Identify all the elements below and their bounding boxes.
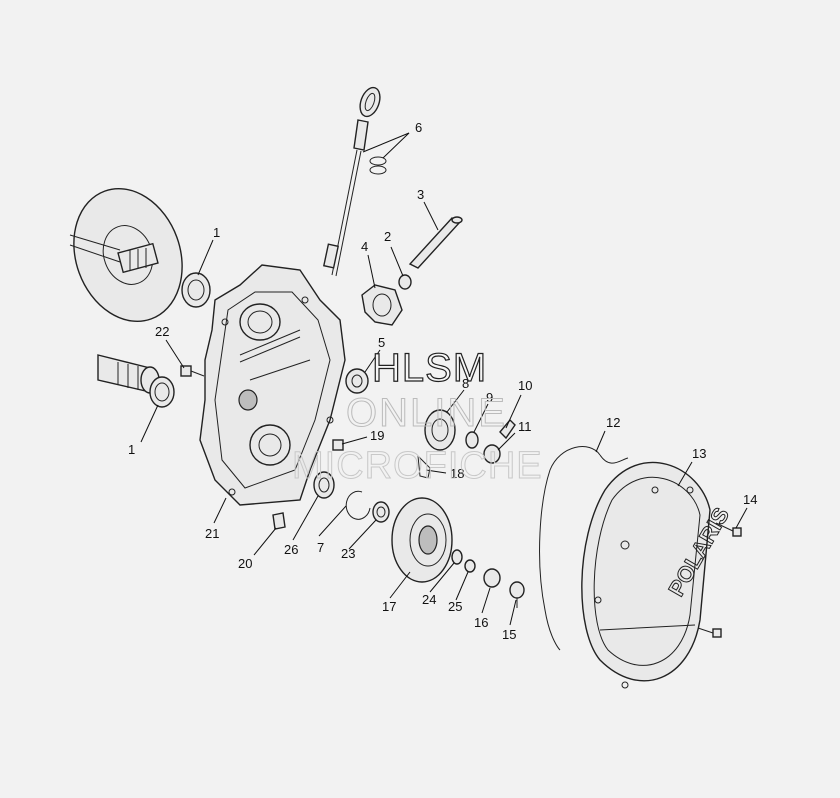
callout-1-lower: 1 — [128, 442, 135, 457]
shift-fork — [361, 284, 403, 326]
plug-20 — [272, 512, 286, 530]
callout-23: 23 — [341, 546, 355, 561]
callout-15: 15 — [502, 627, 516, 642]
part-10 — [499, 418, 516, 440]
leader-lines — [140, 132, 748, 626]
sprocket-17 — [391, 497, 453, 583]
washer-25 — [464, 559, 476, 573]
callout-6: 6 — [415, 120, 422, 135]
callout-22: 22 — [155, 324, 169, 339]
o-rings — [369, 156, 387, 175]
nut-11 — [483, 444, 501, 464]
pin-3 — [408, 216, 463, 269]
callout-12: 12 — [606, 415, 620, 430]
gear-8 — [424, 409, 456, 451]
callout-7: 7 — [317, 540, 324, 555]
callout-4: 4 — [361, 239, 368, 254]
washer-16 — [483, 568, 501, 588]
bushing-2 — [398, 274, 412, 290]
callout-3: 3 — [417, 187, 424, 202]
seal-lower — [149, 376, 175, 408]
watermark-line-2: ONLINE — [346, 391, 507, 435]
callout-14: 14 — [743, 492, 757, 507]
gasket-12 — [539, 446, 629, 651]
chain-18 — [417, 454, 431, 479]
callout-21: 21 — [205, 526, 219, 541]
callout-numbers: 1 1 2 3 4 5 6 7 8 9 10 11 12 13 14 15 16… — [128, 120, 757, 642]
main-housing — [199, 264, 346, 506]
washer-23 — [372, 501, 390, 523]
washer-24 — [451, 549, 463, 565]
callout-5: 5 — [378, 335, 385, 350]
chaincase-cover: POLARIS — [581, 461, 735, 689]
dipstick — [322, 86, 381, 277]
watermark-line-1: HLSM — [372, 346, 487, 390]
bolt-14-upper — [715, 522, 742, 537]
callout-25: 25 — [448, 599, 462, 614]
seal-upper — [181, 272, 211, 308]
callout-8: 8 — [462, 376, 469, 391]
drive-disc-assembly — [69, 187, 183, 323]
callout-1-upper: 1 — [213, 225, 220, 240]
bearing-5 — [345, 368, 369, 394]
callout-16: 16 — [474, 615, 488, 630]
callout-2: 2 — [384, 229, 391, 244]
callout-24: 24 — [422, 592, 436, 607]
callout-9: 9 — [486, 390, 493, 405]
snap-ring-7 — [345, 490, 371, 520]
bolt-22 — [180, 365, 205, 377]
callout-26: 26 — [284, 542, 298, 557]
bolt-14-lower — [697, 627, 722, 638]
callout-19: 19 — [370, 428, 384, 443]
callout-17: 17 — [382, 599, 396, 614]
callout-18: 18 — [450, 466, 464, 481]
callout-11: 11 — [518, 419, 532, 434]
watermark-line-3: MICROFICHE — [292, 445, 543, 487]
callout-13: 13 — [692, 446, 706, 461]
watermark: HLSM ONLINE MICROFICHE — [292, 345, 543, 487]
callout-10: 10 — [518, 378, 532, 393]
bolt-15 — [509, 581, 525, 608]
washer-26 — [313, 471, 335, 499]
nut-19 — [332, 439, 344, 451]
washer-9 — [465, 431, 479, 449]
callout-20: 20 — [238, 556, 252, 571]
